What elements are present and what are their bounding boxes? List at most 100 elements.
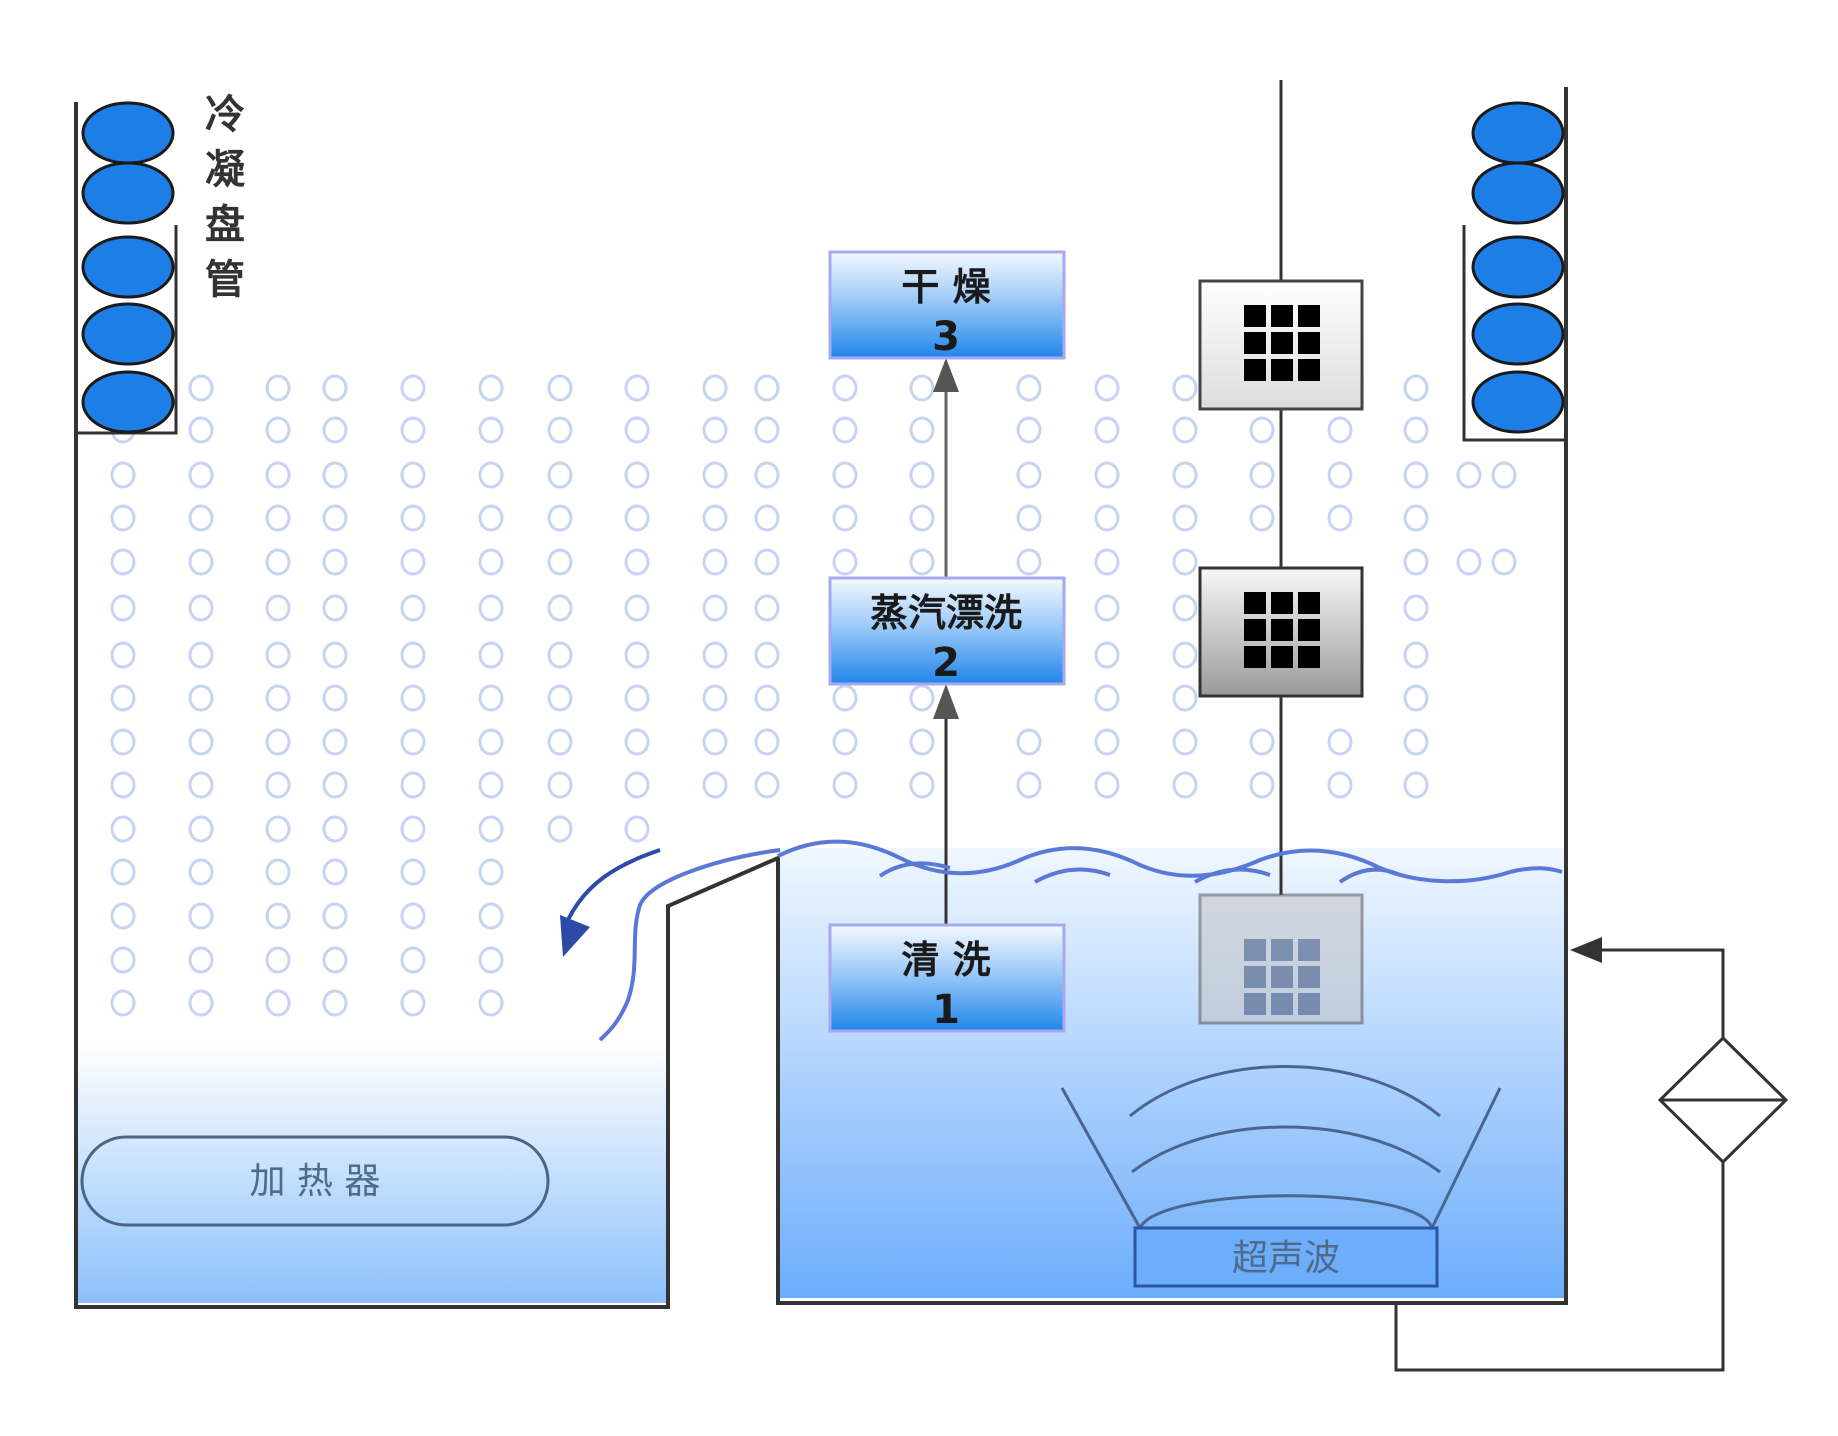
ultrasonic-transducer: 超声波 — [1060, 1065, 1502, 1288]
grid-cell — [1298, 619, 1320, 641]
right-coil-bracket — [1462, 225, 1566, 442]
condenser-coil-turn — [81, 161, 175, 225]
vapor-bubble — [547, 594, 573, 622]
vapor-bubble — [547, 504, 573, 532]
vapor-bubble — [1456, 461, 1482, 489]
vapor-bubble — [400, 815, 426, 843]
vapor-bubble — [265, 815, 291, 843]
vapor-bubble — [265, 946, 291, 974]
vapor-bubble — [322, 728, 348, 756]
vapor-bubble — [832, 684, 858, 712]
vapor-bubble — [1403, 504, 1429, 532]
condenser-coil-turn — [1471, 235, 1565, 299]
grid-cell — [1271, 305, 1293, 327]
vapor-bubble — [1016, 771, 1042, 799]
process-flow — [933, 358, 959, 925]
vapor-bubble — [478, 641, 504, 669]
left-tank-outline — [74, 87, 1568, 1309]
vapor-bubble — [110, 548, 136, 576]
vapor-bubble — [322, 902, 348, 930]
condenser-coils-right — [1471, 101, 1565, 434]
condenser-label: 冷 凝 盘 管 — [205, 92, 245, 303]
vapor-bubble — [1403, 374, 1429, 402]
vapor-bubble — [702, 504, 728, 532]
liquid-surface — [598, 839, 1563, 1042]
vapor-bubble — [265, 771, 291, 799]
condenser-coils-left — [81, 101, 175, 434]
vapor-bubble — [909, 461, 935, 489]
vapor-bubble — [624, 504, 650, 532]
grid-cell — [1244, 619, 1266, 641]
vapor-bubble — [1094, 771, 1120, 799]
condenser-label-char-3: 盘 — [205, 202, 245, 248]
condenser-coil-turn — [81, 302, 175, 366]
vapor-bubble — [909, 771, 935, 799]
condenser-coil-turn — [1471, 161, 1565, 225]
vapor-bubble — [909, 684, 935, 712]
vapor-bubble — [832, 461, 858, 489]
vapor-bubble — [1172, 771, 1198, 799]
vapor-bubble — [547, 771, 573, 799]
vapor-bubble — [478, 902, 504, 930]
vapor-bubble — [188, 641, 214, 669]
vapor-bubble — [754, 771, 780, 799]
vapor-bubble — [754, 416, 780, 444]
vapor-bubble — [188, 416, 214, 444]
vapor-bubble — [1491, 548, 1517, 576]
vapor-bubble — [478, 374, 504, 402]
vapor-bubble — [188, 461, 214, 489]
vapor-bubble — [1094, 416, 1120, 444]
vapor-bubble — [1249, 461, 1275, 489]
basket-middle-grid-icon — [1244, 592, 1320, 668]
grid-cell — [1271, 939, 1293, 961]
vapor-bubble — [1094, 641, 1120, 669]
vapor-bubble — [322, 771, 348, 799]
grid-cell — [1298, 305, 1320, 327]
grid-cell — [1271, 966, 1293, 988]
vapor-bubble — [624, 461, 650, 489]
vapor-bubble — [754, 684, 780, 712]
vapor-bubble — [400, 946, 426, 974]
stage-wash-number: 1 — [932, 987, 960, 1033]
condenser-label-char-1: 冷 — [205, 92, 245, 138]
vapor-bubble — [265, 548, 291, 576]
grid-cell — [1244, 305, 1266, 327]
condenser-brackets — [78, 225, 1566, 442]
vapor-bubble — [322, 641, 348, 669]
vapor-bubble — [478, 815, 504, 843]
vapor-bubble — [188, 946, 214, 974]
vapor-bubble — [1403, 594, 1429, 622]
vapor-bubble — [400, 461, 426, 489]
vapor-bubble — [754, 461, 780, 489]
grid-cell — [1298, 359, 1320, 381]
vapor-bubble — [1456, 548, 1482, 576]
vapor-bubble — [110, 902, 136, 930]
vapor-bubble — [188, 989, 214, 1017]
vapor-bubble — [1403, 548, 1429, 576]
vapor-bubble — [110, 504, 136, 532]
vapor-bubble — [909, 374, 935, 402]
vapor-bubble — [322, 461, 348, 489]
vapor-bubble — [188, 374, 214, 402]
vapor-bubble — [265, 374, 291, 402]
vapor-bubble — [1016, 416, 1042, 444]
vapor-bubble — [832, 548, 858, 576]
vapor-bubble — [322, 684, 348, 712]
vapor-bubble — [478, 548, 504, 576]
vapor-bubble — [478, 989, 504, 1017]
grid-cell — [1298, 646, 1320, 668]
vapor-bubble — [1172, 728, 1198, 756]
vapor-bubble — [322, 504, 348, 532]
overflow-arrow — [560, 848, 661, 957]
vapor-bubble — [478, 594, 504, 622]
vapor-bubble — [110, 461, 136, 489]
vapor-bubble — [400, 989, 426, 1017]
basket-top-grid-icon — [1244, 305, 1320, 381]
vapor-bubble — [322, 548, 348, 576]
vapor-bubble — [1403, 728, 1429, 756]
vapor-bubble — [1094, 461, 1120, 489]
vapor-bubble — [188, 684, 214, 712]
vapor-bubble — [624, 416, 650, 444]
vapor-bubble — [754, 504, 780, 532]
vapor-bubble — [478, 771, 504, 799]
